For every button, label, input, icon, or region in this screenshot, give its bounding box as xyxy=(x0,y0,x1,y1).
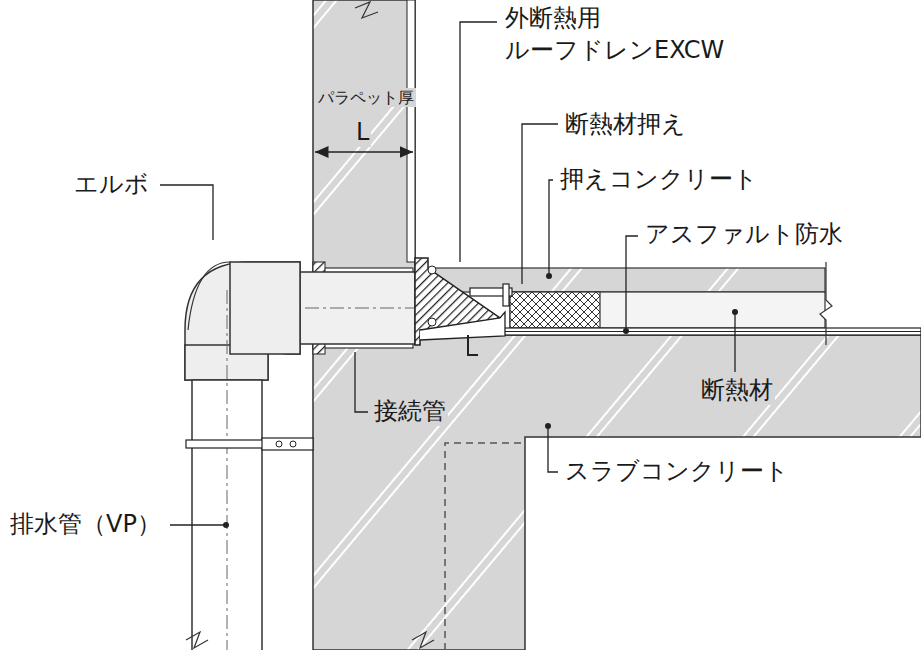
part-label: 断熱材押え xyxy=(563,110,688,139)
dimension-value: L xyxy=(354,118,371,147)
part-label: 押えコンクリート xyxy=(558,165,760,194)
product-label: 外断熱用 ルーフドレンEXCW xyxy=(503,2,726,67)
part-label: スラブコンクリート xyxy=(563,457,791,486)
part-label: 排水管（VP） xyxy=(8,510,163,539)
part-label: アスファルト防水 xyxy=(643,220,845,249)
part-label: エルボ xyxy=(72,170,151,199)
dimension-label: パラペット厚 xyxy=(316,88,416,107)
part-label: 接続管 xyxy=(372,397,448,426)
part-label: 断熱材 xyxy=(699,376,775,405)
